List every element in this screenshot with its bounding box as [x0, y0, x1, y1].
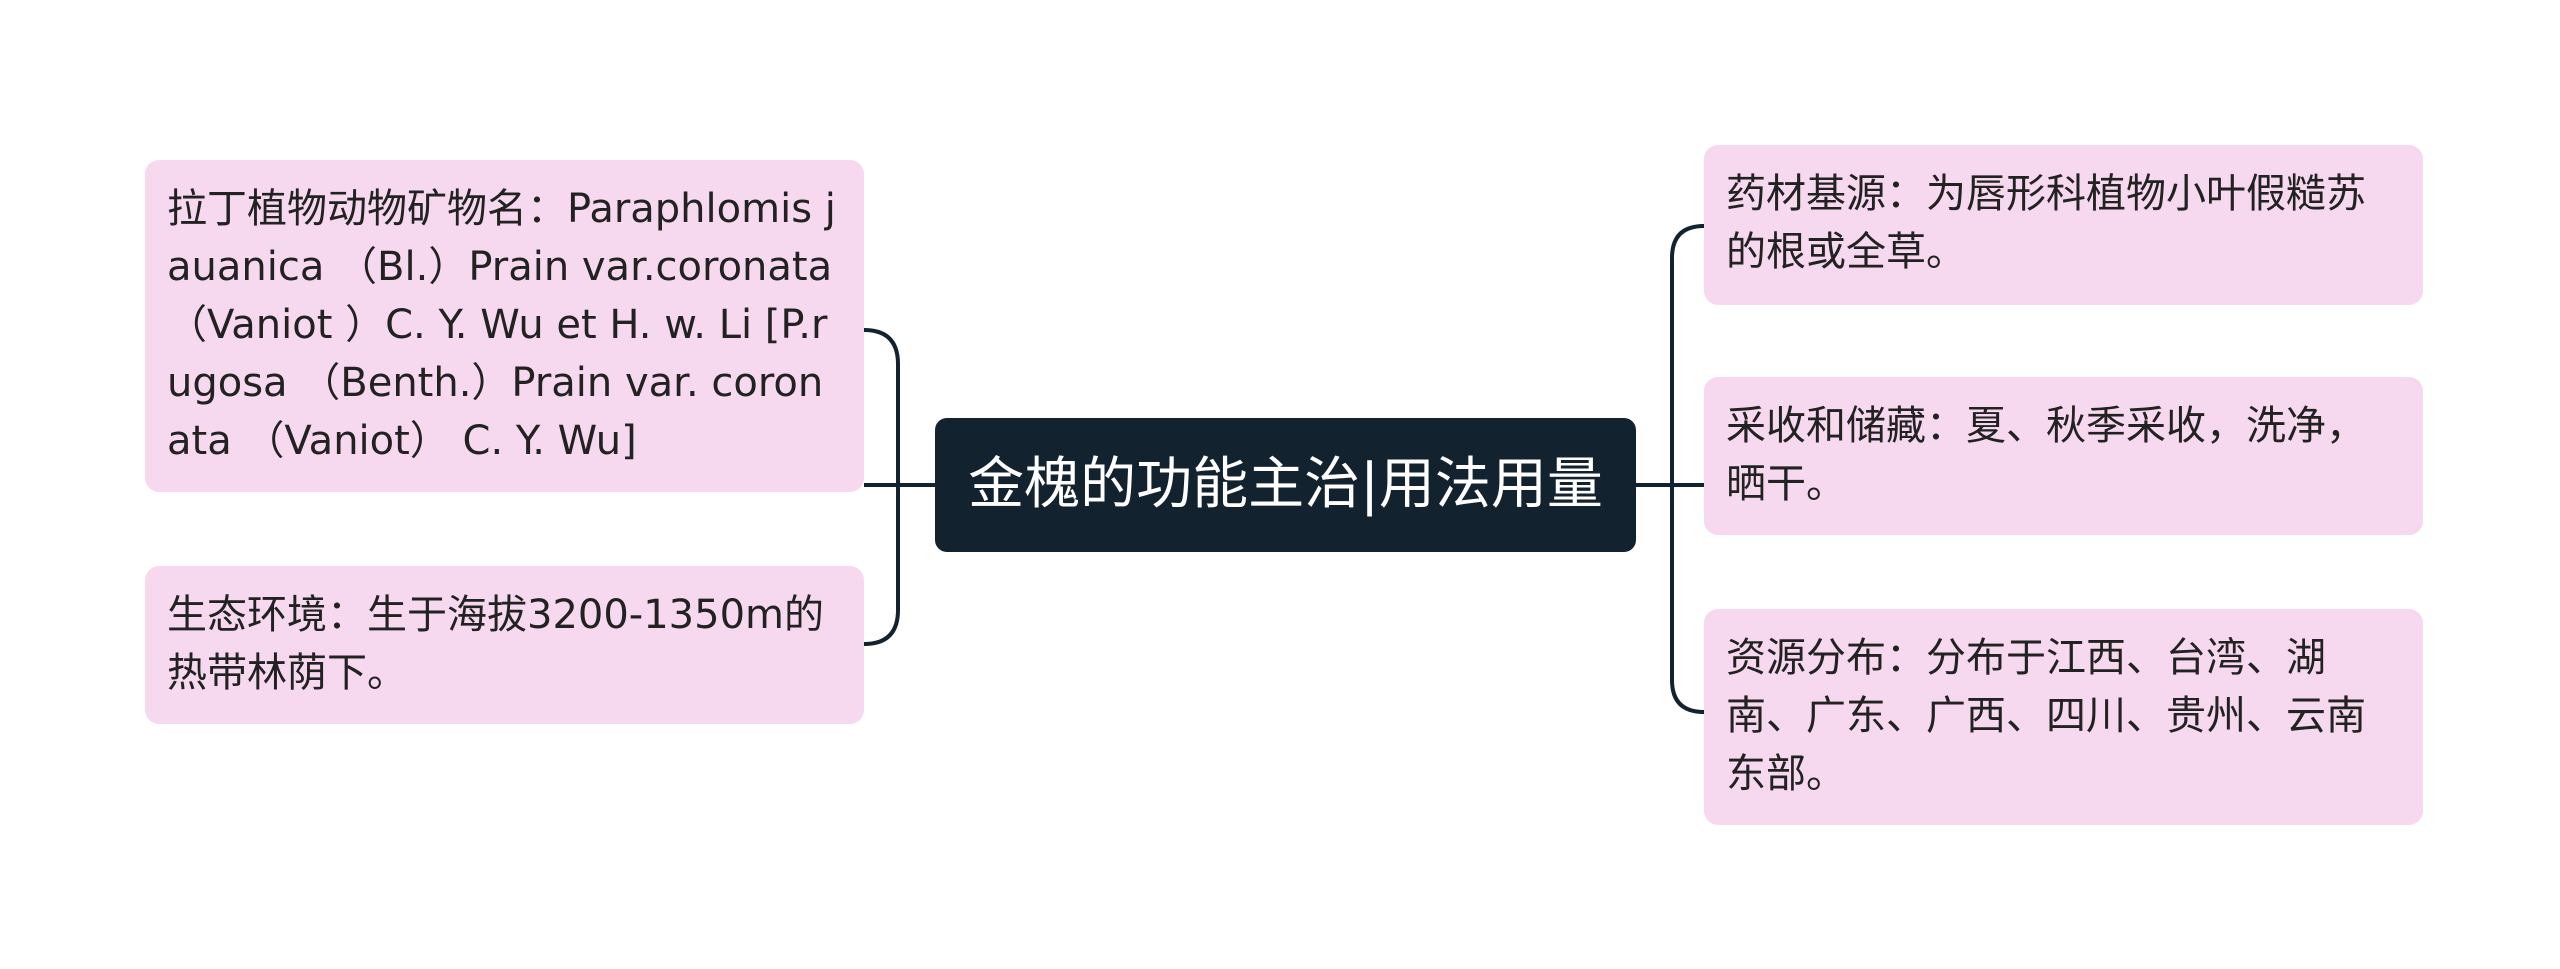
root-topic-title: 金槐的功能主治|用法用量: [968, 452, 1603, 517]
right-branch-source-text: 药材基源：为唇形科植物小叶假糙苏的根或全草。: [1726, 171, 2366, 275]
left-branch-latin-name-text: 拉丁植物动物矿物名：Paraphlomis jauanica （Bl.）Prai…: [167, 186, 836, 464]
right-branch-harvest[interactable]: 采收和储藏：夏、秋季采收，洗净，晒干。: [1704, 377, 2423, 535]
right-branch-source[interactable]: 药材基源：为唇形科植物小叶假糙苏的根或全草。: [1704, 145, 2423, 305]
left-branch-habitat[interactable]: 生态环境：生于海拔3200-1350m的热带林荫下。: [145, 566, 864, 724]
root-topic[interactable]: 金槐的功能主治|用法用量: [935, 418, 1636, 552]
left-branch-latin-name[interactable]: 拉丁植物动物矿物名：Paraphlomis jauanica （Bl.）Prai…: [145, 160, 864, 492]
right-branch-harvest-text: 采收和储藏：夏、秋季采收，洗净，晒干。: [1726, 403, 2366, 507]
left-branch-habitat-text: 生态环境：生于海拔3200-1350m的热带林荫下。: [167, 592, 824, 696]
right-branch-distribution-text: 资源分布：分布于江西、台湾、湖南、广东、广西、四川、贵州、云南东部。: [1726, 635, 2366, 797]
connector-right-bracket: [1670, 224, 1705, 714]
right-branch-distribution[interactable]: 资源分布：分布于江西、台湾、湖南、广东、广西、四川、贵州、云南东部。: [1704, 609, 2423, 825]
